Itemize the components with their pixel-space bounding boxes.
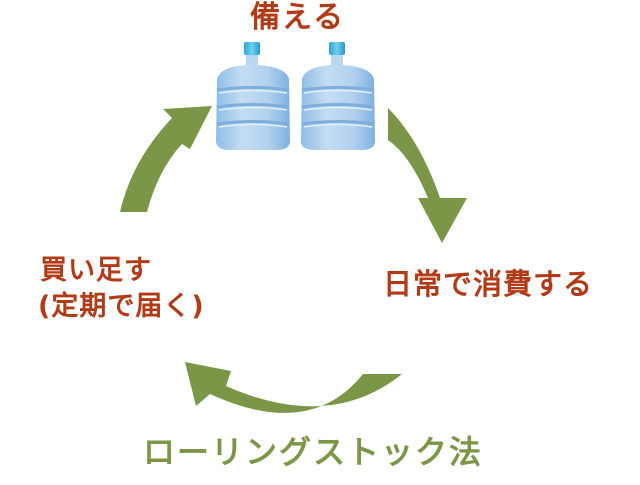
water-bottle-icon-1	[214, 40, 292, 152]
arrow-consume-to-replenish	[185, 362, 402, 413]
arrow-prepare-to-consume	[388, 108, 467, 243]
arrow-replenish-to-prepare	[120, 106, 212, 212]
diagram-title: ローリングストック法	[143, 433, 484, 471]
step-label-prepare: 備える	[250, 0, 346, 35]
step-label-replenish-note: (定期で届く)	[38, 291, 205, 322]
step-label-replenish: 買い足す	[40, 255, 152, 286]
water-bottle-icon-2	[299, 40, 377, 152]
step-label-consume: 日常で消費する	[383, 267, 594, 301]
